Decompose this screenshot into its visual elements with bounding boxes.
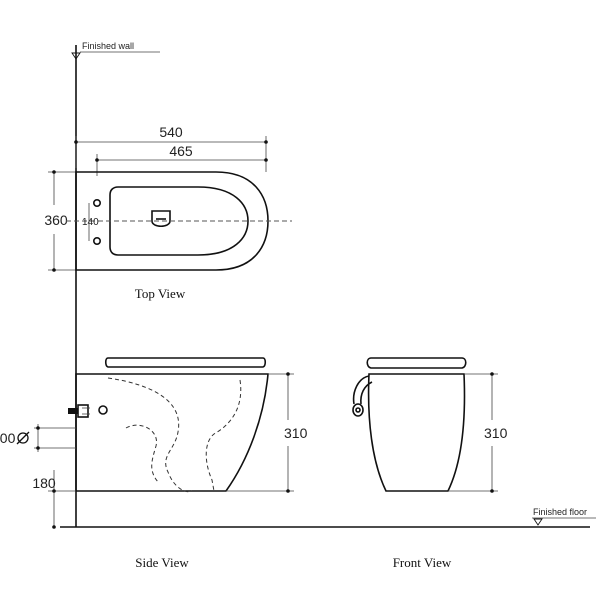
front-view-seat bbox=[366, 357, 467, 369]
top-view-bowl-rim bbox=[109, 186, 249, 256]
dim-360: 360 bbox=[44, 212, 68, 228]
dim-465: 465 bbox=[169, 143, 193, 159]
dim-140: 140 bbox=[82, 217, 99, 228]
side-view-body bbox=[75, 373, 269, 492]
dim-540: 540 bbox=[159, 124, 183, 140]
dim-100: 100 bbox=[0, 430, 16, 446]
bolt-hole-lower bbox=[93, 237, 102, 246]
finished-wall: Finished wall bbox=[71, 41, 160, 527]
finished-floor-label: Finished floor bbox=[533, 507, 587, 517]
side-view-seat bbox=[104, 357, 267, 368]
front-view-body bbox=[367, 373, 466, 492]
dim-180: 180 bbox=[32, 475, 56, 491]
top-view: 540 465 360 140 Top View bbox=[44, 124, 292, 301]
side-view-caption: Side View bbox=[135, 555, 189, 570]
front-view: 310 Front View bbox=[352, 357, 508, 570]
front-view-caption: Front View bbox=[393, 555, 452, 570]
diameter-symbol-icon bbox=[16, 431, 30, 445]
side-view: 310 180 100 Side View bbox=[0, 357, 308, 570]
top-view-caption: Top View bbox=[135, 286, 186, 301]
dim-310-front: 310 bbox=[484, 425, 508, 441]
finished-wall-label: Finished wall bbox=[82, 41, 134, 51]
bolt-hole-upper bbox=[93, 199, 102, 208]
finished-floor: Finished floor bbox=[60, 507, 596, 528]
dim-310-side: 310 bbox=[284, 425, 308, 441]
